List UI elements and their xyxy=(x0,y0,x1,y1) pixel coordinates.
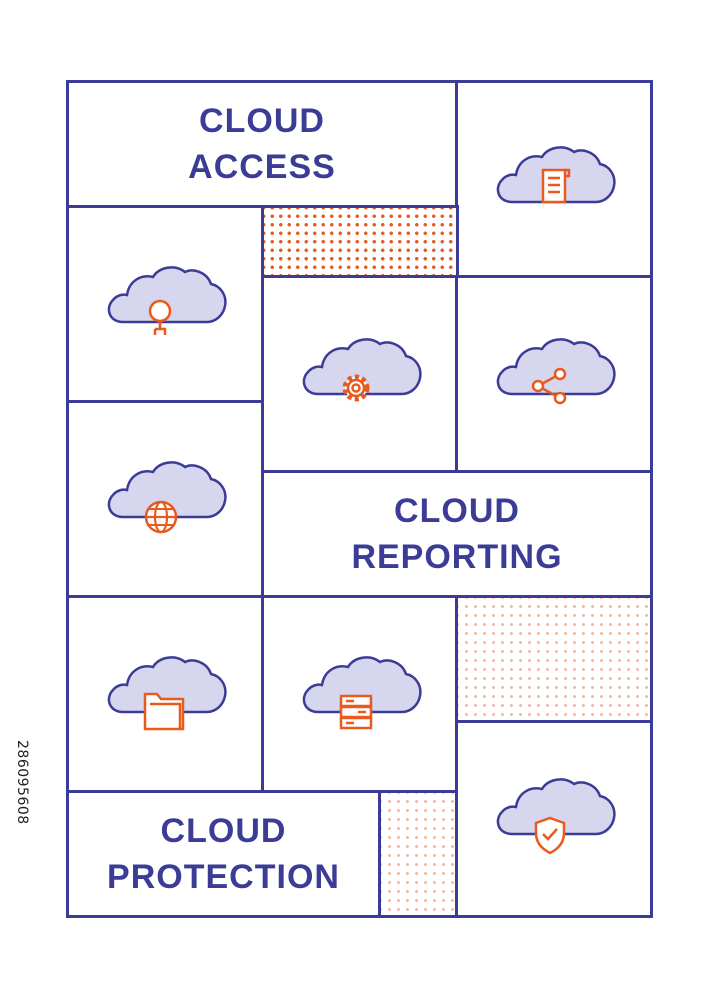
title-access-line2: ACCESS xyxy=(188,148,336,186)
cell-share xyxy=(455,275,653,473)
stock-id-label: 286095608 xyxy=(8,740,34,910)
title-cloud-access: CLOUD ACCESS xyxy=(66,80,458,208)
cloud-document-icon xyxy=(496,146,616,204)
cloud-server-icon xyxy=(302,656,422,730)
title-reporting-line1: CLOUD xyxy=(394,492,520,530)
dot-pattern-panel-narrow xyxy=(378,790,459,918)
title-reporting-line2: REPORTING xyxy=(351,538,563,576)
title-protection-line1: CLOUD xyxy=(160,812,287,850)
title-cloud-protection: CLOUD PROTECTION xyxy=(66,790,381,918)
cell-globe xyxy=(66,400,264,598)
cloud-share-icon xyxy=(496,338,616,405)
cell-folder xyxy=(66,595,264,793)
dot-pattern-panel-light xyxy=(455,595,653,723)
cell-shield xyxy=(455,720,653,918)
title-protection-line2: PROTECTION xyxy=(107,858,340,896)
cloud-folder-icon xyxy=(107,656,227,731)
dot-pattern-panel xyxy=(261,205,459,278)
cell-server xyxy=(261,595,459,793)
title-access-line1: CLOUD xyxy=(199,102,325,140)
cloud-settings-icon xyxy=(302,338,422,402)
cell-document xyxy=(455,80,653,278)
stock-id-text: 286095608 xyxy=(14,740,30,825)
cell-settings xyxy=(261,275,459,473)
cell-search xyxy=(66,205,264,403)
cloud-shield-icon xyxy=(496,778,616,855)
title-cloud-reporting: CLOUD REPORTING xyxy=(261,470,653,598)
cloud-search-icon xyxy=(107,266,227,335)
cloud-globe-icon xyxy=(107,461,227,534)
